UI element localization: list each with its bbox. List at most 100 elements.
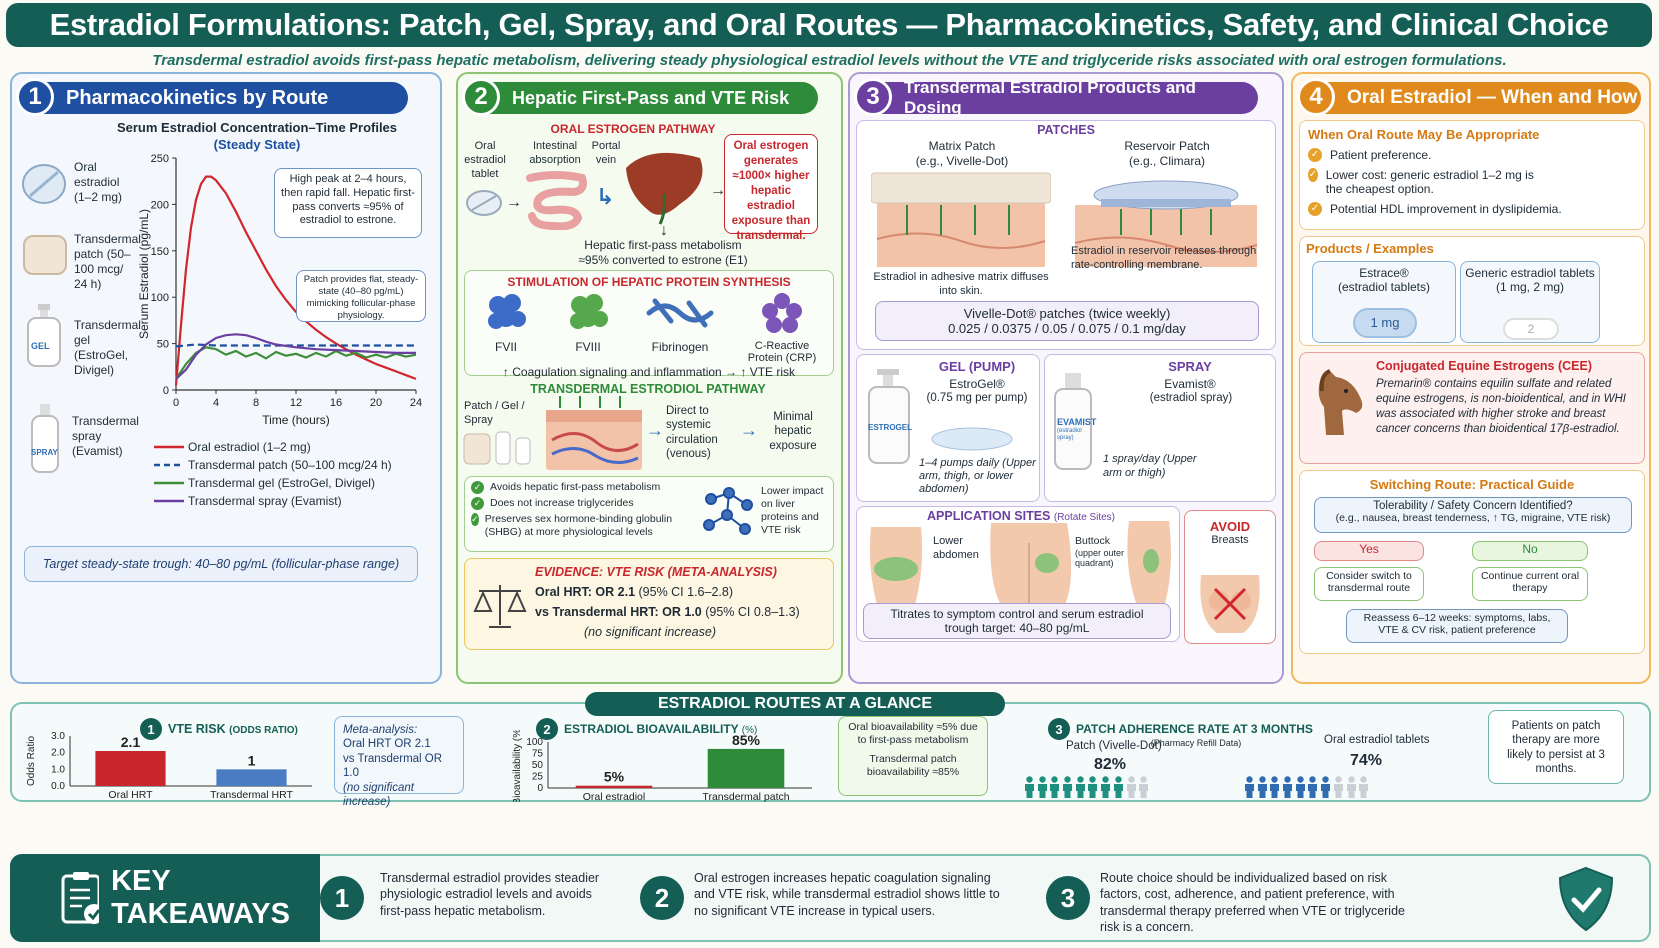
site-lower-abdomen: Lower abdomen [933,535,979,561]
x-axis-label: Time (hours) [262,413,330,427]
y-tick-label: 75 [532,749,544,760]
person-icon [1050,776,1060,798]
protein-crp: C-Reactive Protein (CRP) [737,291,827,364]
horse-icon [1318,369,1363,435]
check-icon: ✓ [1308,202,1322,216]
bar-category-0: Oral HRT [108,789,153,800]
adh-oral-label: Oral estradiol tablets [1324,734,1430,746]
buttock-icon [990,523,1072,609]
intestine-icon [526,171,587,230]
callout-patch-steady: Patch provides flat, steady-state (40–80… [296,270,426,322]
skin-layers-icon [546,396,642,470]
pk-legend: Oral estradiol (1–2 mg) Transdermal patc… [154,438,434,510]
y-tick-label: 250 [151,154,169,165]
bar-value-0: 5% [604,769,625,785]
cee-title: Conjugated Equine Estrogens (CEE) [1376,359,1592,373]
y-tick-label: 0 [537,783,543,794]
x-tick-label: 4 [213,397,219,409]
thigh-icon [1127,521,1171,611]
series-line-0 [174,175,417,386]
adh-subtitle: (Pharmacy Refill Data) [1150,738,1242,748]
bar-value-1: 1 [248,752,256,768]
flow-reassess: Reassess 6–12 weeks: symptoms, labs, VTE… [1346,609,1568,643]
breast-avoid-icon [1200,575,1260,633]
flow-no-action: Continue current oral therapy [1472,567,1588,601]
spray-pump-tag: EVAMIST [1057,417,1097,427]
person-icon [1063,776,1073,798]
spray-dose: (estradiol spray) [1149,392,1233,404]
x-tick-label: 24 [410,397,422,409]
protein-synthesis-box: STIMULATION OF HEPATIC PROTEIN SYNTHESIS… [464,270,834,379]
clipboard-check-icon [61,872,100,924]
person-icon [1037,776,1047,798]
vte-evidence-box: EVIDENCE: VTE RISK (META-ANALYSIS) Oral … [464,558,834,650]
lower-impact-note: Lower impact on liver proteins and VTE r… [761,485,824,537]
takeaway-2: Oral estrogen increases hepatic coagulat… [694,871,1000,918]
legend-gel: Transdermal gel (EstroGel, Divigel) [154,476,375,490]
y-tick-label: 3.0 [51,731,65,742]
minimal-exposure: Minimal hepatic exposure [769,411,817,452]
gel-box: ESTROGEL GEL (PUMP) EstroGel® (0.75 mg p… [856,354,1040,502]
estrace-pill-icon: 1 mg [1353,308,1417,338]
person-icon [1025,776,1034,798]
patches-box: PATCHES Matrix Patch(e.g., Vivelle-Dot) … [856,120,1276,350]
flow-yes-action: Consider switch to transdermal route [1314,567,1424,601]
app-sites-title: APPLICATION SITES (Rotate Sites) [927,509,1116,523]
y-tick-label: 2.0 [51,748,65,759]
takeaways-header: KEY TAKEAWAYS [10,854,320,942]
spray-name: Evamist® [1164,377,1216,391]
vte-number: 1 [140,718,162,740]
person-icon [1126,776,1136,798]
scales-icon [473,585,527,628]
person-icon [1257,776,1267,798]
spray-title: SPRAY [1168,359,1212,374]
generic-card: Generic estradiol tablets(1 mg, 2 mg) 2 [1460,261,1600,343]
tablet-icon [466,190,502,216]
glance-title: ESTRADIOL ROUTES AT A GLANCE [585,692,1005,716]
check-icon: ✓ [471,481,484,494]
matrix-patch-label: Matrix Patch(e.g., Vivelle-Dot) [915,139,1009,168]
callout-oral-peak: High peak at 2–4 hours, then rapid fall.… [274,168,422,238]
bar-value-1: 85% [732,732,761,748]
panel-1-header: 1 Pharmacokinetics by Route [16,78,408,116]
person-icon [1075,776,1085,798]
generic-name: Generic estradiol tablets [1465,266,1595,280]
legend-patch: Transdermal patch (50–100 mcg/24 h) [154,458,392,472]
y-axis-label: Odds Ratio [26,736,37,786]
series-line-1 [175,343,416,348]
check-icon: ✓ [471,497,484,510]
generic-pill-icon: 2 [1503,318,1559,340]
panel-1-title: Pharmacokinetics by Route [66,86,329,109]
fvii-molecule-icon [488,294,526,329]
flow-no: No [1472,541,1588,561]
adh-patch-value: 82% [1094,756,1127,773]
adh-number: 3 [1048,718,1070,740]
bar-category-1: Transdermal patch [702,791,789,802]
protein-fvii: FVII [471,291,541,364]
spray-pump-icon [1054,373,1092,470]
takeaway-3-number: 3 [1046,876,1090,920]
flow-yes: Yes [1314,541,1424,561]
bar-0 [95,751,166,786]
panel-3-number: 3 [854,78,892,116]
spray-box: EVAMIST (estradiol spray) SPRAY Evamist®… [1044,354,1276,502]
td-benefits-box: ✓Avoids hepatic first-pass metabolism ✓D… [464,476,834,552]
patches-title: PATCHES [1037,123,1095,137]
x-tick-label: 20 [370,397,382,409]
liver-icon [626,152,703,225]
panel-oral-estradiol: 4 Oral Estradiol — When and How When Ora… [1291,72,1651,684]
hepatic-exposure-box: Oral estrogen generates ≈1000× higher he… [724,134,818,242]
x-tick-label: 0 [173,397,179,409]
vivelle-dot-box: Vivelle-Dot® patches (twice weekly)0.025… [875,301,1259,341]
evidence-note: (no significant increase) [583,625,716,639]
bio-chart-title: ESTRADIOL BIOAVAILABILITY (%) [564,722,758,736]
y-tick-label: 1.0 [51,764,65,775]
arrow-icon: → [646,420,664,440]
products-title: Products / Examples [1306,241,1434,256]
check-icon: ✓ [471,513,479,526]
bar-1 [216,769,287,786]
